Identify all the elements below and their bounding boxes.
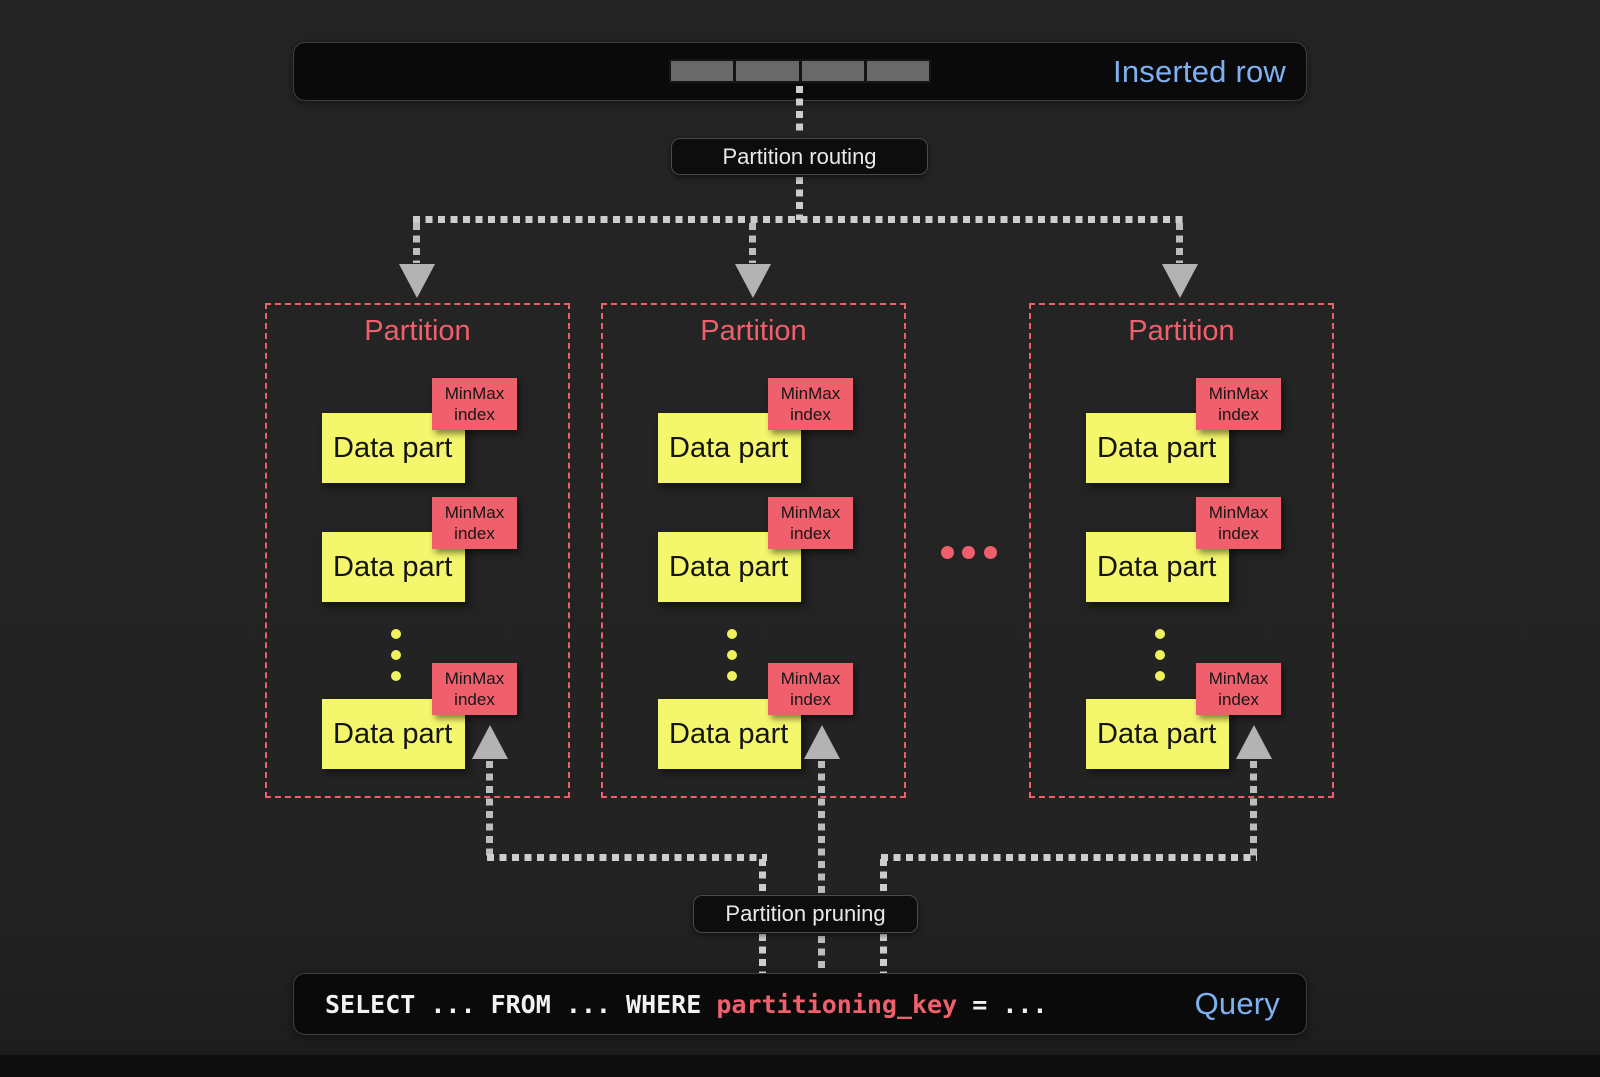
minmax-line2: index [790, 524, 831, 543]
routing-arm-3 [1176, 223, 1183, 263]
more-parts-dot [1155, 650, 1165, 660]
query-code-suffix: = ... [957, 989, 1048, 1019]
routing-arm-2 [749, 223, 756, 263]
minmax-line1: MinMax [1208, 503, 1269, 522]
arrow-up-icon [472, 725, 508, 759]
more-parts-dot [1155, 629, 1165, 639]
minmax-line2: index [454, 690, 495, 709]
routing-line-top [796, 86, 803, 136]
minmax-line2: index [1218, 524, 1259, 543]
minmax-index-tag: MinMax index [432, 663, 517, 715]
minmax-index-tag: MinMax index [768, 663, 853, 715]
partition-routing-text: Partition routing [722, 143, 877, 169]
minmax-line2: index [1218, 405, 1259, 424]
pruning-arm-1 [486, 761, 493, 857]
more-parts-dot [391, 650, 401, 660]
arrow-down-icon [735, 264, 771, 298]
minmax-line1: MinMax [1208, 669, 1269, 688]
query-box: SELECT ... FROM ... WHERE partitioning_k… [293, 973, 1307, 1035]
ellipsis-dot [984, 546, 997, 559]
row-segment [801, 61, 864, 81]
partition-routing-label: Partition routing [671, 138, 928, 175]
arrow-down-icon [399, 264, 435, 298]
minmax-index-tag: MinMax index [768, 497, 853, 549]
routing-arm-1 [413, 223, 420, 263]
data-part-box: Data part [1086, 532, 1229, 602]
pruning-branch-right [881, 854, 1257, 861]
partition-pruning-label: Partition pruning [693, 895, 918, 933]
query-label: Query [1194, 986, 1280, 1021]
partition-title: Partition [700, 315, 807, 347]
inserted-row-segments [669, 59, 931, 83]
minmax-index-tag: MinMax index [432, 378, 517, 430]
partition-title: Partition [364, 315, 471, 347]
data-part-box: Data part [658, 413, 801, 483]
row-segment [866, 61, 929, 81]
minmax-line1: MinMax [780, 669, 841, 688]
minmax-line2: index [454, 524, 495, 543]
pruning-arm-2 [818, 761, 825, 973]
partition-box-3: Partition MinMax index Data part MinMax … [1029, 303, 1334, 798]
partition-box-1: Partition MinMax index Data part MinMax … [265, 303, 570, 798]
minmax-line2: index [790, 405, 831, 424]
pruning-branch-left [487, 854, 767, 861]
minmax-index-tag: MinMax index [768, 378, 853, 430]
minmax-index-tag: MinMax index [432, 497, 517, 549]
routing-branch-line [413, 216, 1183, 223]
more-parts-dot [391, 629, 401, 639]
query-code-prefix: SELECT ... FROM ... WHERE [325, 989, 717, 1019]
minmax-line1: MinMax [444, 669, 505, 688]
minmax-line1: MinMax [1208, 384, 1269, 403]
row-segment [736, 61, 799, 81]
minmax-line2: index [790, 690, 831, 709]
routing-line-mid [796, 177, 803, 220]
ellipsis-dot [941, 546, 954, 559]
pruning-arm-3 [1250, 761, 1257, 857]
minmax-line2: index [454, 405, 495, 424]
minmax-index-tag: MinMax index [1196, 378, 1281, 430]
arrow-down-icon [1162, 264, 1198, 298]
more-parts-dot [1155, 671, 1165, 681]
inserted-row-label: Inserted row [1113, 53, 1286, 89]
partition-title: Partition [1128, 315, 1235, 347]
more-parts-dot [727, 671, 737, 681]
minmax-index-tag: MinMax index [1196, 663, 1281, 715]
more-parts-dot [727, 629, 737, 639]
row-segment [671, 61, 734, 81]
inserted-row-box: Inserted row [293, 42, 1307, 101]
query-partitioning-key: partitioning_key [716, 989, 958, 1019]
minmax-line1: MinMax [444, 503, 505, 522]
arrow-up-icon [804, 725, 840, 759]
minmax-line1: MinMax [780, 384, 841, 403]
bottom-band [0, 1055, 1600, 1077]
partition-pruning-text: Partition pruning [725, 901, 886, 926]
more-parts-dot [727, 650, 737, 660]
more-parts-dot [391, 671, 401, 681]
ellipsis-dot [962, 546, 975, 559]
minmax-line1: MinMax [444, 384, 505, 403]
query-code: SELECT ... FROM ... WHERE partitioning_k… [325, 974, 1047, 1034]
minmax-line2: index [1218, 690, 1259, 709]
minmax-line1: MinMax [780, 503, 841, 522]
arrow-up-icon [1236, 725, 1272, 759]
minmax-index-tag: MinMax index [1196, 497, 1281, 549]
partition-box-2: Partition MinMax index Data part MinMax … [601, 303, 906, 798]
